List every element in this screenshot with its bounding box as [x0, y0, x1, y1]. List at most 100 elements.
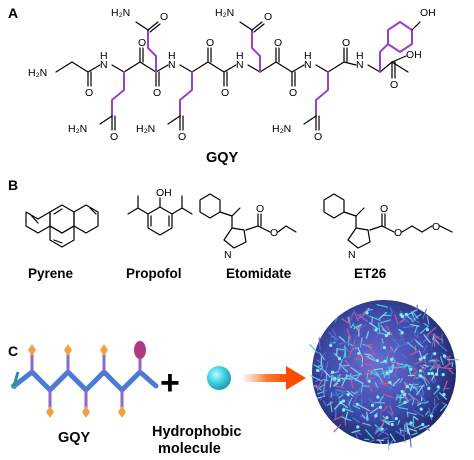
nanoparticle-fiber	[348, 397, 353, 406]
nanoparticle-fiber	[414, 424, 422, 429]
nanoparticle-bead	[385, 416, 389, 420]
nanoparticle-fiber	[423, 322, 429, 327]
nanoparticle-fiber	[395, 393, 398, 399]
svg-text:H₂N: H₂N	[28, 67, 47, 79]
svg-text:H: H	[356, 50, 364, 62]
nanoparticle-fiber	[357, 314, 366, 319]
nanoparticle-fiber	[382, 393, 394, 399]
nanoparticle-fiber	[430, 379, 435, 384]
nanoparticle-fiber	[406, 341, 417, 351]
nanoparticle-fiber	[317, 379, 324, 388]
nanoparticle-fiber	[422, 308, 428, 320]
nanoparticle-bead	[376, 395, 380, 399]
nanoparticle-fiber	[377, 322, 381, 333]
nanoparticle-fiber	[318, 337, 321, 351]
nanoparticle-fiber	[374, 381, 378, 389]
svg-text:N: N	[224, 249, 232, 261]
nanoparticle-fiber	[444, 355, 452, 360]
nanoparticle-fiber	[397, 341, 410, 348]
propofol-structure	[127, 195, 193, 236]
nanoparticle-bead	[378, 405, 383, 409]
nanoparticle-fiber	[357, 314, 368, 323]
svg-text:H: H	[168, 50, 176, 62]
nanoparticle-fiber	[360, 337, 363, 348]
nanoparticle-fiber	[395, 430, 406, 438]
nanoparticle-bead	[427, 386, 431, 390]
nanoparticle-fiber	[357, 367, 364, 373]
nanoparticle-bead	[442, 354, 447, 358]
nanoparticle-fiber	[413, 416, 419, 421]
nanoparticle-fiber	[365, 354, 373, 358]
nanoparticle-fiber	[350, 377, 358, 380]
nanoparticle-fiber	[408, 428, 418, 432]
nanoparticle-fiber	[414, 339, 424, 348]
nanoparticle-fiber	[347, 335, 350, 346]
nanoparticle-fiber	[321, 379, 329, 381]
nanoparticle-bead	[375, 358, 380, 363]
nanoparticle-bead	[405, 384, 409, 389]
nanoparticle-fiber	[353, 324, 359, 331]
nanoparticle-fiber	[374, 425, 379, 435]
nanoparticle-fiber	[334, 389, 347, 392]
nanoparticle-fiber	[412, 311, 419, 319]
nanoparticle-fiber	[399, 428, 402, 434]
svg-text:O: O	[270, 227, 278, 239]
svg-text:O: O	[289, 87, 297, 99]
nanoparticle-bead	[409, 367, 413, 371]
nanoparticle-fiber	[366, 411, 369, 421]
nanoparticle-fiber	[399, 394, 402, 404]
svg-text:O: O	[138, 37, 146, 49]
nanoparticle-fiber	[365, 331, 370, 339]
nanoparticle-bead	[383, 359, 387, 363]
nanoparticle-bead	[315, 368, 320, 373]
nanoparticle-fiber	[360, 383, 364, 393]
nanoparticle-bead	[427, 372, 431, 376]
nanoparticle-fiber	[422, 344, 428, 353]
nanoparticle-fiber	[414, 325, 418, 334]
hydrophobic-molecule-sphere	[207, 366, 231, 390]
panel-b-letter: B	[8, 177, 18, 193]
nanoparticle-fiber	[347, 362, 356, 370]
svg-text:O: O	[314, 131, 322, 143]
nanoparticle-fiber	[350, 379, 354, 389]
nanoparticle-fiber	[423, 334, 431, 344]
nanoparticle-fiber	[348, 347, 354, 359]
nanoparticle-fiber	[382, 437, 390, 440]
nanoparticle-bead	[367, 379, 371, 383]
nanoparticle-bead	[331, 370, 335, 374]
nanoparticle-fiber	[421, 387, 424, 396]
nanoparticle-fiber	[381, 416, 386, 427]
nanoparticle-fiber	[427, 360, 439, 363]
gqy-3d-model	[11, 341, 159, 418]
nanoparticle-bead	[422, 355, 426, 360]
nanoparticle-bead	[339, 400, 343, 405]
nanoparticle-fiber	[353, 405, 361, 410]
nanoparticle-fiber	[409, 435, 412, 448]
nanoparticle-fiber	[336, 347, 338, 356]
nanoparticle-fiber	[408, 366, 412, 377]
nanoparticle-bead	[394, 416, 398, 421]
nanoparticle-fiber	[386, 372, 397, 378]
svg-text:N: N	[236, 59, 244, 71]
svg-text:H: H	[236, 50, 244, 62]
nanoparticle-bead	[389, 357, 394, 361]
nanoparticle-fiber	[389, 307, 393, 314]
nanoparticle-fiber	[418, 424, 430, 430]
nanoparticle-fiber	[361, 362, 374, 366]
nanoparticle-bead	[333, 376, 337, 381]
nanoparticle-bead	[387, 332, 391, 336]
nanoparticle-fiber	[394, 314, 399, 325]
svg-text:N: N	[348, 249, 356, 261]
nanoparticle-fiber	[394, 366, 407, 369]
pyrene-label: Pyrene	[28, 266, 74, 281]
nanoparticle-fiber	[326, 401, 334, 406]
nanoparticle-fiber	[346, 390, 354, 397]
nanoparticle-fiber	[344, 344, 347, 358]
nanoparticle-fiber	[353, 310, 359, 322]
nanoparticle-fiber	[397, 419, 401, 425]
nanoparticle-fiber	[379, 395, 384, 403]
nanoparticle-fiber	[411, 432, 418, 436]
svg-text:O: O	[153, 87, 161, 99]
nanoparticle-fiber	[378, 439, 382, 445]
nanoparticle-fiber	[419, 325, 429, 334]
